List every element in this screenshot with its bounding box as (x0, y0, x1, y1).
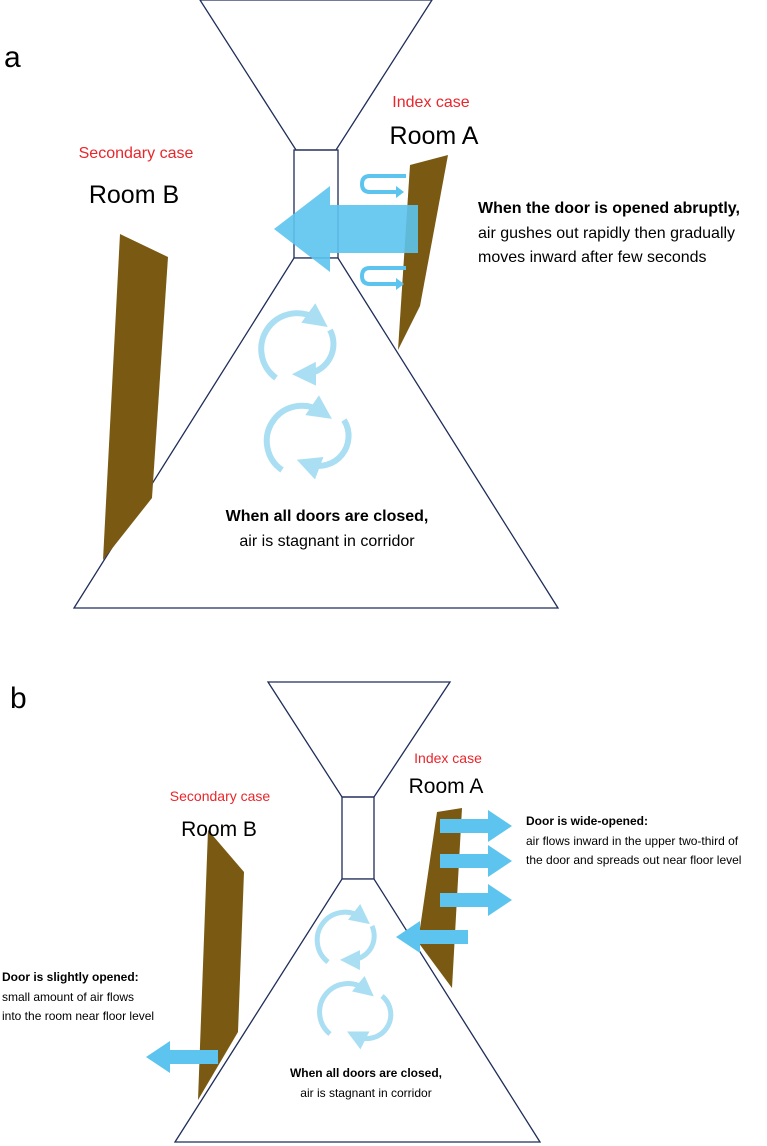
door-note-a-bold: When the door is opened abruptly, (478, 200, 740, 217)
room-a-door (398, 155, 448, 350)
inward-arrow-3 (440, 884, 512, 916)
index-case-label-b: Index case (414, 750, 482, 766)
u-arrow-upper-head (396, 186, 404, 198)
room-b-label-a: Room B (89, 181, 179, 209)
room-b-inflow-arrow (146, 1041, 218, 1073)
u-arrow-lower-head (396, 278, 404, 290)
circ-arrow-3 (263, 395, 332, 473)
circ-arrow-2 (292, 328, 337, 386)
panel-b-letter: b (10, 682, 27, 715)
room-b-label-b: Room B (181, 818, 257, 841)
inward-u-arrows (359, 174, 406, 290)
inward-arrow-1 (440, 810, 512, 842)
near-corridor-shape-b (173, 878, 542, 1143)
corridor-note-a-bold: When all doors are closed, (226, 508, 429, 525)
corridor-end-rect-b (341, 796, 375, 880)
outward-floor-arrow (396, 921, 468, 953)
door-b-note-bold: Door is slightly opened: (2, 970, 139, 984)
door-b-note-line1: small amount of air flows (2, 990, 134, 1004)
u-arrow-lower (359, 266, 406, 286)
u-arrow-upper (359, 174, 406, 194)
corridor-note-b-line1: air is stagnant in corridor (300, 1086, 431, 1100)
stagnant-air-arrows-b (314, 903, 394, 1050)
room-a-label-b: Room A (409, 775, 484, 798)
room-b-door-b (198, 830, 244, 1100)
stagnant-air-arrows-a (258, 303, 352, 480)
panel-a-letter: a (4, 41, 21, 74)
room-a-label-a: Room A (390, 122, 479, 150)
door-note-a-line2: moves inward after few seconds (478, 249, 707, 266)
circ-arrow-b2 (340, 924, 377, 971)
circ-arrow-1 (258, 303, 328, 381)
door-b-note-line2: into the room near floor level (2, 1009, 154, 1023)
panel-b: b Index case Room A Secondary case Room … (2, 681, 741, 1143)
secondary-case-label-b: Secondary case (170, 788, 271, 804)
door-a-note-b-line2: the door and spreads out near floor leve… (526, 853, 741, 867)
room-b-door (103, 234, 168, 560)
secondary-case-label-a: Secondary case (79, 145, 194, 162)
air-gush-out-arrow (274, 186, 418, 272)
circ-arrow-4 (296, 418, 352, 480)
door-note-a-line1: air gushes out rapidly then gradually (478, 225, 735, 242)
circ-arrow-b3 (317, 975, 374, 1036)
corridor-note-a-line1: air is stagnant in corridor (239, 533, 415, 550)
circ-arrow-b1 (314, 903, 370, 964)
door-a-note-b-bold: Door is wide-opened: (526, 814, 648, 828)
door-a-note-b-line1: air flows inward in the upper two-third … (526, 834, 739, 848)
inward-arrow-2 (440, 845, 512, 877)
panel-a: a Index case Room A Secondary case (4, 0, 740, 609)
circ-arrow-b4 (347, 994, 394, 1050)
index-case-label-a: Index case (392, 94, 469, 111)
corridor-note-b-bold: When all doors are closed, (290, 1066, 442, 1080)
inward-arrows-b (440, 810, 512, 916)
